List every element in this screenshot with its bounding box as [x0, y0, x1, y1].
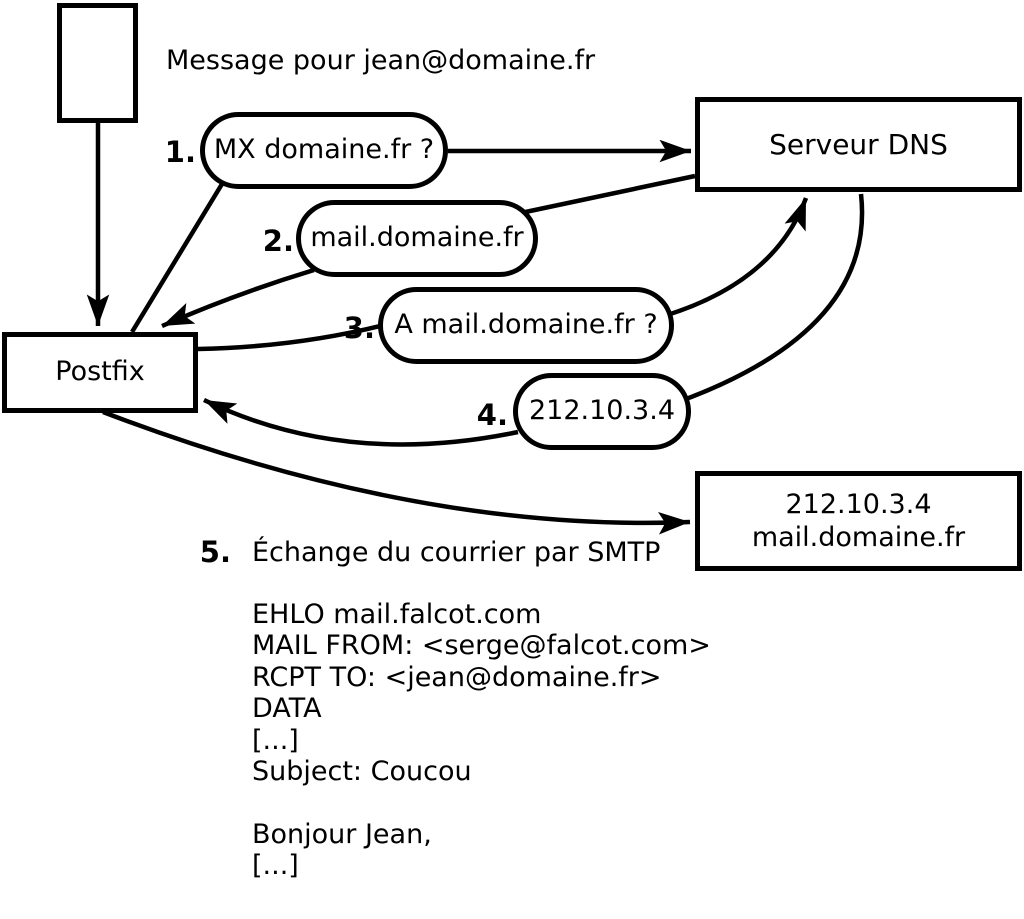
- dns-server-box: Serveur DNS: [695, 97, 1022, 192]
- arrow-pill4-to-postfix: [203, 397, 519, 447]
- postfix-box: Postfix: [2, 332, 198, 413]
- step-5-label: Échange du courrier par SMTP: [252, 537, 661, 568]
- query-pill-mx-label: MX domaine.fr ?: [213, 134, 435, 166]
- step-number-2: 2.: [262, 224, 294, 258]
- step-number-1: 1.: [164, 135, 196, 169]
- query-pill-a-label: A mail.domaine.fr ?: [394, 309, 658, 341]
- query-pill-a: A mail.domaine.fr ?: [378, 287, 674, 364]
- reply-pill-a-label: 212.10.3.4: [529, 395, 675, 427]
- mail-server-hostname: mail.domaine.fr: [751, 522, 966, 553]
- line-postfix-to-pill1: [130, 182, 224, 334]
- step-number-5: 5.: [199, 535, 231, 569]
- line-postfix-to-pill3: [197, 320, 393, 352]
- query-pill-mx: MX domaine.fr ?: [200, 112, 448, 189]
- mail-client-box: [57, 3, 138, 123]
- line-dns-to-pill4: [677, 193, 865, 405]
- arrow-pill3-to-dns: [663, 197, 809, 319]
- smtp-session-transcript: EHLO mail.falcot.com MAIL FROM: <serge@f…: [252, 599, 711, 919]
- reply-pill-mx-label: mail.domaine.fr: [310, 222, 524, 254]
- mail-server-box: 212.10.3.4 mail.domaine.fr: [695, 471, 1022, 571]
- message-label: Message pour jean@domaine.fr: [166, 45, 596, 76]
- line-dns-to-pill2: [515, 173, 696, 217]
- postfix-label: Postfix: [55, 356, 145, 388]
- arrow-pill2-to-postfix: [161, 267, 315, 329]
- mail-server-ip: 212.10.3.4: [785, 489, 932, 520]
- step-number-3: 3.: [343, 311, 375, 345]
- arrow-postfix-to-mailserver: [102, 409, 691, 535]
- reply-pill-mx: mail.domaine.fr: [296, 200, 538, 277]
- dns-server-label: Serveur DNS: [769, 127, 948, 161]
- step-number-4: 4.: [476, 398, 508, 432]
- reply-pill-a: 212.10.3.4: [513, 373, 691, 450]
